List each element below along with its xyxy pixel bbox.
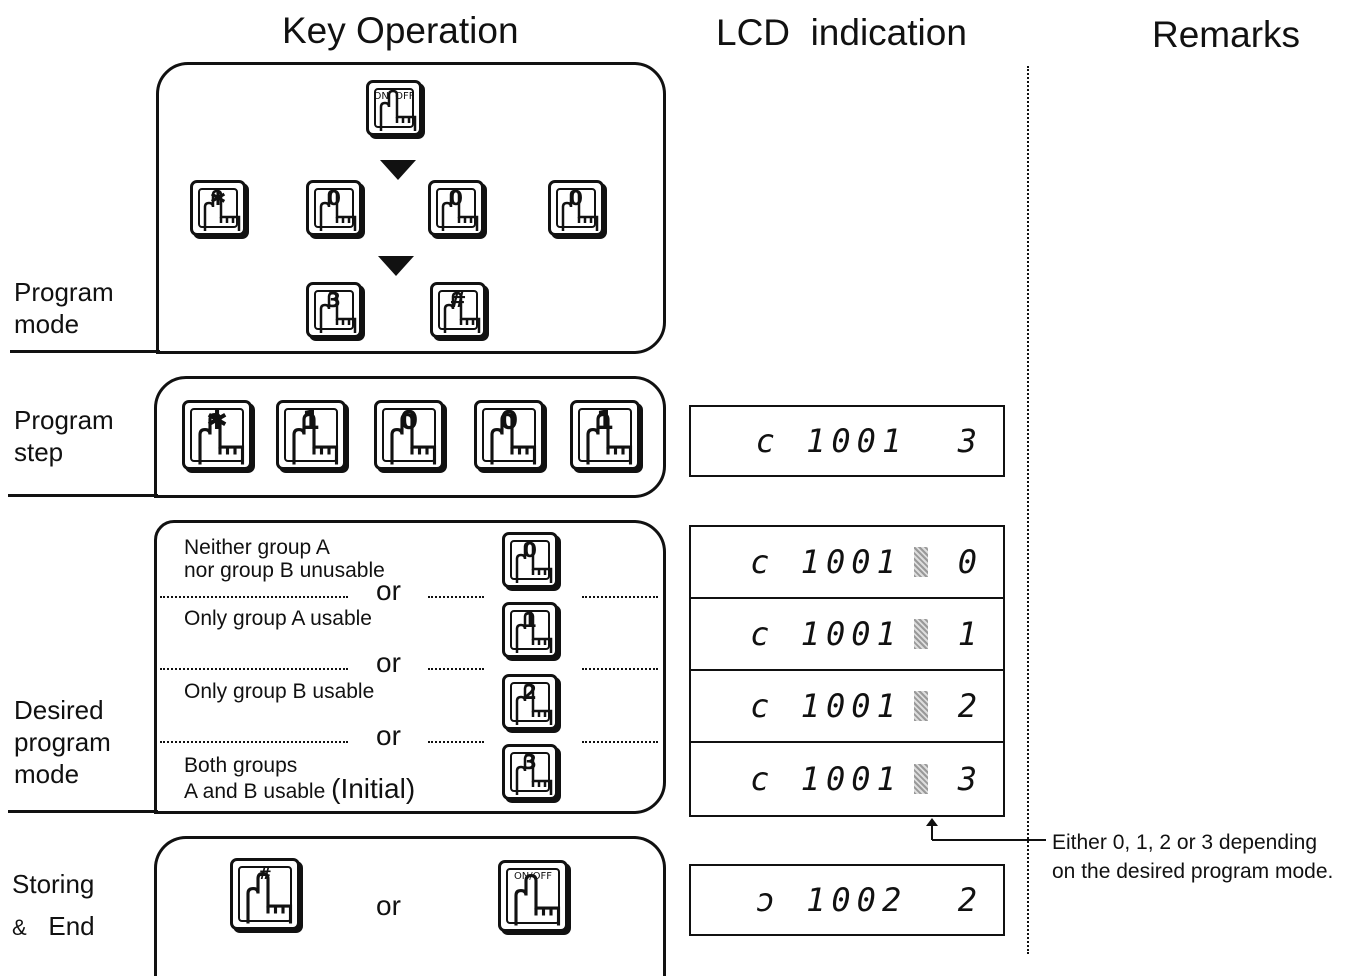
key-1[interactable]: 1	[276, 400, 346, 470]
desired-mode-panel	[154, 520, 666, 814]
hash-key[interactable]: #	[230, 858, 300, 930]
key-0[interactable]: 0	[374, 400, 444, 470]
initial-label: (Initial)	[331, 773, 416, 804]
dotted-separator	[428, 596, 484, 598]
dotted-separator	[428, 741, 484, 743]
key-0[interactable]: 0	[306, 180, 362, 236]
header-remarks: Remarks	[1152, 14, 1301, 55]
row-separator	[8, 494, 158, 497]
storing-end-panel	[154, 836, 666, 976]
on-off-key[interactable]: ON OFF	[366, 80, 422, 136]
option-both-usable: Both groups A and B usable (Initial)	[184, 754, 416, 804]
header-lcd-indication: LCD indication	[716, 12, 967, 53]
blinking-cursor-icon	[913, 619, 928, 649]
option-only-a-usable: Only group A usable	[184, 607, 372, 630]
or-label: or	[376, 720, 401, 751]
lcd-storing: ɔ 1002 2	[689, 864, 1005, 936]
dotted-separator	[582, 596, 658, 598]
or-label: or	[376, 647, 401, 678]
on-off-key[interactable]: ON/OFF	[498, 860, 568, 932]
row-label-program-mode: Program mode	[14, 277, 114, 339]
blinking-cursor-icon	[913, 691, 928, 721]
option-only-b-usable: Only group B usable	[184, 680, 375, 703]
blinking-cursor-icon	[913, 764, 928, 794]
key-1[interactable]: 1	[570, 400, 640, 470]
dotted-separator	[582, 741, 658, 743]
row-separator	[10, 350, 160, 353]
dotted-separator	[428, 668, 484, 670]
arrow-down-icon	[380, 160, 416, 180]
lcd-program-step: c 1001 3	[689, 405, 1005, 477]
key-0[interactable]: 0	[428, 180, 484, 236]
program-step-panel	[154, 376, 666, 498]
arrow-down-icon	[378, 256, 414, 276]
remarks-divider	[1027, 66, 1029, 954]
program-mode-panel	[156, 62, 666, 354]
key-1[interactable]: 1	[502, 602, 558, 658]
header-key-operation: Key Operation	[282, 10, 519, 51]
dotted-separator	[160, 596, 348, 598]
row-label-program-step: Program step	[14, 405, 114, 467]
row-label-desired-program-mode: Desired program mode	[14, 695, 111, 789]
star-key[interactable]: ✱	[182, 400, 252, 470]
row-label-storing-end: Storing & End	[12, 869, 95, 941]
remark-pointer-arrow-icon	[926, 818, 1046, 841]
key-3[interactable]: 3	[502, 744, 558, 800]
remark-text: Either 0, 1, 2 or 3 depending on the des…	[1052, 831, 1334, 883]
key-0[interactable]: 0	[502, 532, 558, 588]
star-key[interactable]: ✱	[190, 180, 246, 236]
dotted-separator	[160, 741, 348, 743]
row-separator	[8, 810, 158, 813]
or-label: or	[376, 890, 401, 921]
key-0[interactable]: 0	[474, 400, 544, 470]
dotted-separator	[160, 668, 348, 670]
blinking-cursor-icon	[913, 547, 928, 577]
hash-key[interactable]: #	[430, 282, 486, 338]
dotted-separator	[582, 668, 658, 670]
or-label: or	[376, 575, 401, 606]
key-3[interactable]: 3	[306, 282, 362, 338]
key-0[interactable]: 0	[548, 180, 604, 236]
key-2[interactable]: 2	[502, 674, 558, 730]
